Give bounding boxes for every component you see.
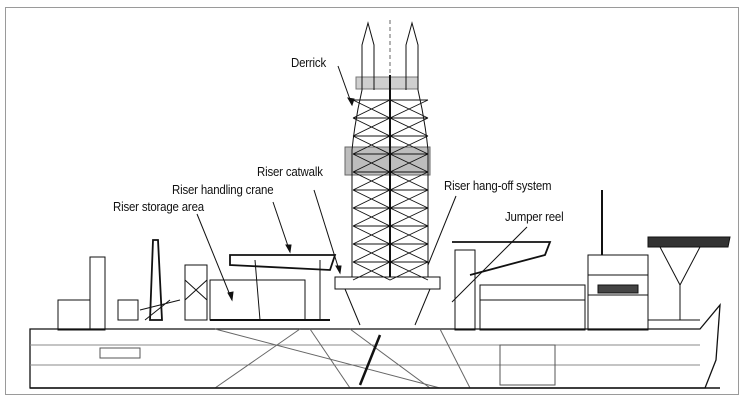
drill-floor — [334, 276, 441, 290]
derrick-structure — [344, 20, 431, 281]
arrow-riser-hang-off-system — [427, 195, 457, 266]
label-riser-handling-crane: Riser handling crane — [172, 182, 274, 197]
jumper-reel-structure — [452, 241, 586, 331]
label-jumper-reel: Jumper reel — [505, 209, 564, 224]
pedestal-crane — [117, 239, 181, 321]
exhaust-stack — [89, 256, 106, 331]
label-riser-catwalk: Riser catwalk — [257, 164, 323, 179]
accommodation-superstructure — [587, 190, 731, 331]
diagram-frame — [5, 7, 739, 395]
arrow-riser-catwalk — [313, 189, 341, 274]
hull — [29, 303, 721, 389]
derrick-brace — [352, 261, 429, 281]
label-riser-storage-area: Riser storage area — [113, 199, 204, 214]
arrow-jumper-reel — [451, 226, 528, 303]
riser-storage-structure — [184, 254, 337, 321]
arrow-riser-handling-crane — [272, 201, 291, 253]
leader-arrows — [196, 65, 528, 303]
label-riser-hang-off-system: Riser hang-off system — [444, 178, 552, 193]
arrow-riser-storage-area — [196, 213, 233, 301]
label-derrick: Derrick — [291, 55, 326, 70]
